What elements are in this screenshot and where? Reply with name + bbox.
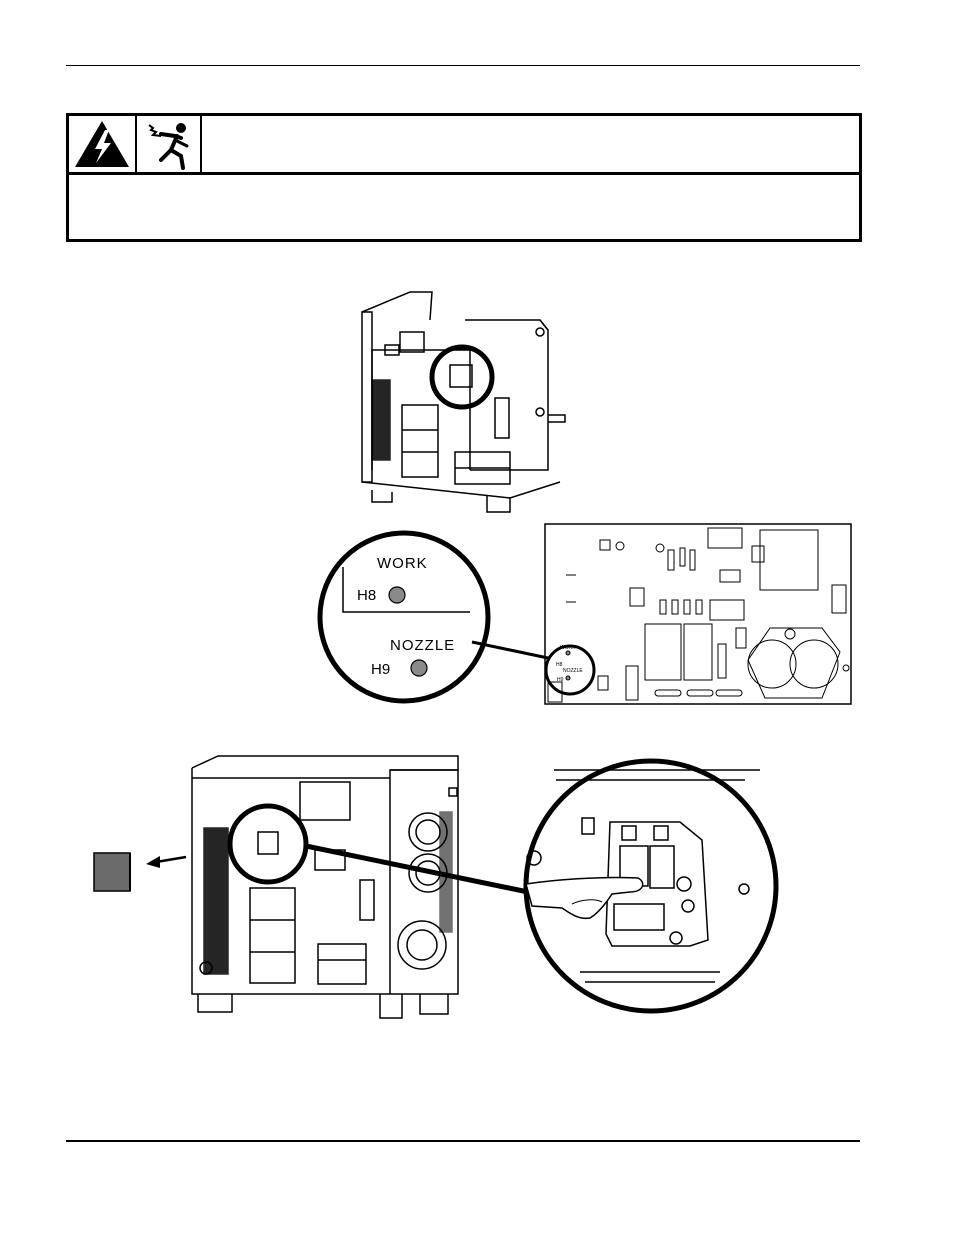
- footer-rule: [66, 1140, 860, 1142]
- chassis-illustration-bottom: [191, 755, 459, 1019]
- label-h8: H8: [357, 587, 376, 604]
- pcb-label-work: WORK: [560, 645, 576, 651]
- label-nozzle: NOZZLE: [390, 637, 455, 654]
- test-point-h9: [410, 659, 428, 677]
- pcb-label-h8: H8: [556, 662, 563, 668]
- test-point-h8: [388, 586, 406, 604]
- removed-cover-module: [93, 852, 131, 892]
- label-work: WORK: [377, 555, 428, 572]
- pcb-label-h9: H9: [557, 677, 564, 683]
- header-rule: [66, 65, 860, 66]
- test-point-callout: WORK H8 NOZZLE H9: [317, 530, 549, 704]
- electric-shock-warning-icon: [69, 116, 137, 172]
- connector-zoom-callout: [305, 758, 779, 1014]
- electrocution-hazard-icon: [137, 116, 202, 172]
- hand-icon: [525, 876, 644, 920]
- warning-header: [69, 116, 859, 175]
- label-h9: H9: [371, 661, 390, 678]
- chassis-illustration-top: [361, 291, 566, 513]
- removal-arrow-icon: [146, 855, 187, 868]
- warning-box: [66, 113, 862, 242]
- pcb-board: [544, 523, 852, 705]
- pcb-label-nozzle: NOZZLE: [563, 668, 583, 674]
